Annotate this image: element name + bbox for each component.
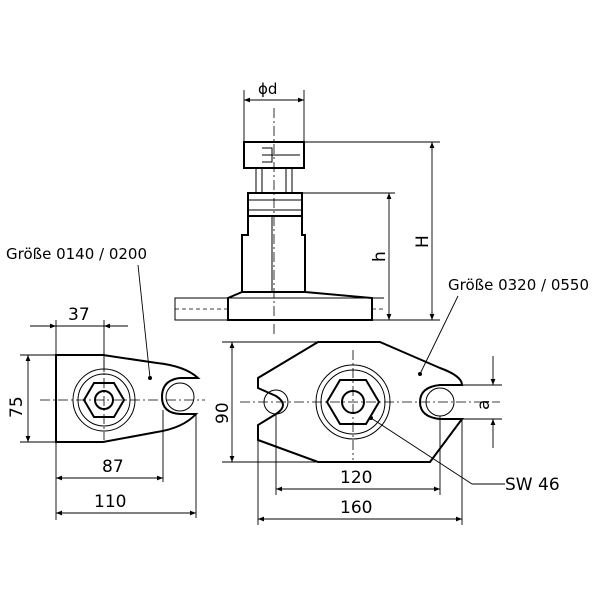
dim-75-label: 75: [7, 396, 27, 418]
dim-37-label: 37: [68, 305, 90, 325]
right-clamp-body: [257, 341, 464, 463]
left-clamp-body: [55, 354, 201, 443]
side-view: ϕd H h: [174, 80, 440, 335]
dim-110-label: 110: [94, 492, 126, 512]
right-plan-view: 90 a 120 160 Größe 0320 / 0550 SW 46: [213, 276, 589, 525]
nut: [247, 192, 303, 217]
dim-120-label: 120: [340, 468, 372, 488]
size-left-label: Größe 0140 / 0200: [6, 245, 147, 263]
base-flange: [227, 291, 373, 321]
h-label: h: [370, 251, 390, 262]
dim-160-label: 160: [340, 498, 372, 518]
dim-90-label: 90: [213, 402, 233, 424]
body-cylinder: [241, 216, 306, 293]
left-plan-view: 37 75 87 110 Größe 0140 / 0200: [6, 245, 205, 520]
phi-d-label: ϕd: [258, 80, 277, 98]
a-label: a: [474, 400, 494, 410]
H-label: H: [413, 235, 433, 248]
sw-label: SW 46: [505, 475, 560, 495]
dim-87-label: 87: [102, 457, 124, 477]
hex-socket-hidden: [262, 147, 300, 163]
size-right-label: Größe 0320 / 0550: [448, 276, 589, 294]
